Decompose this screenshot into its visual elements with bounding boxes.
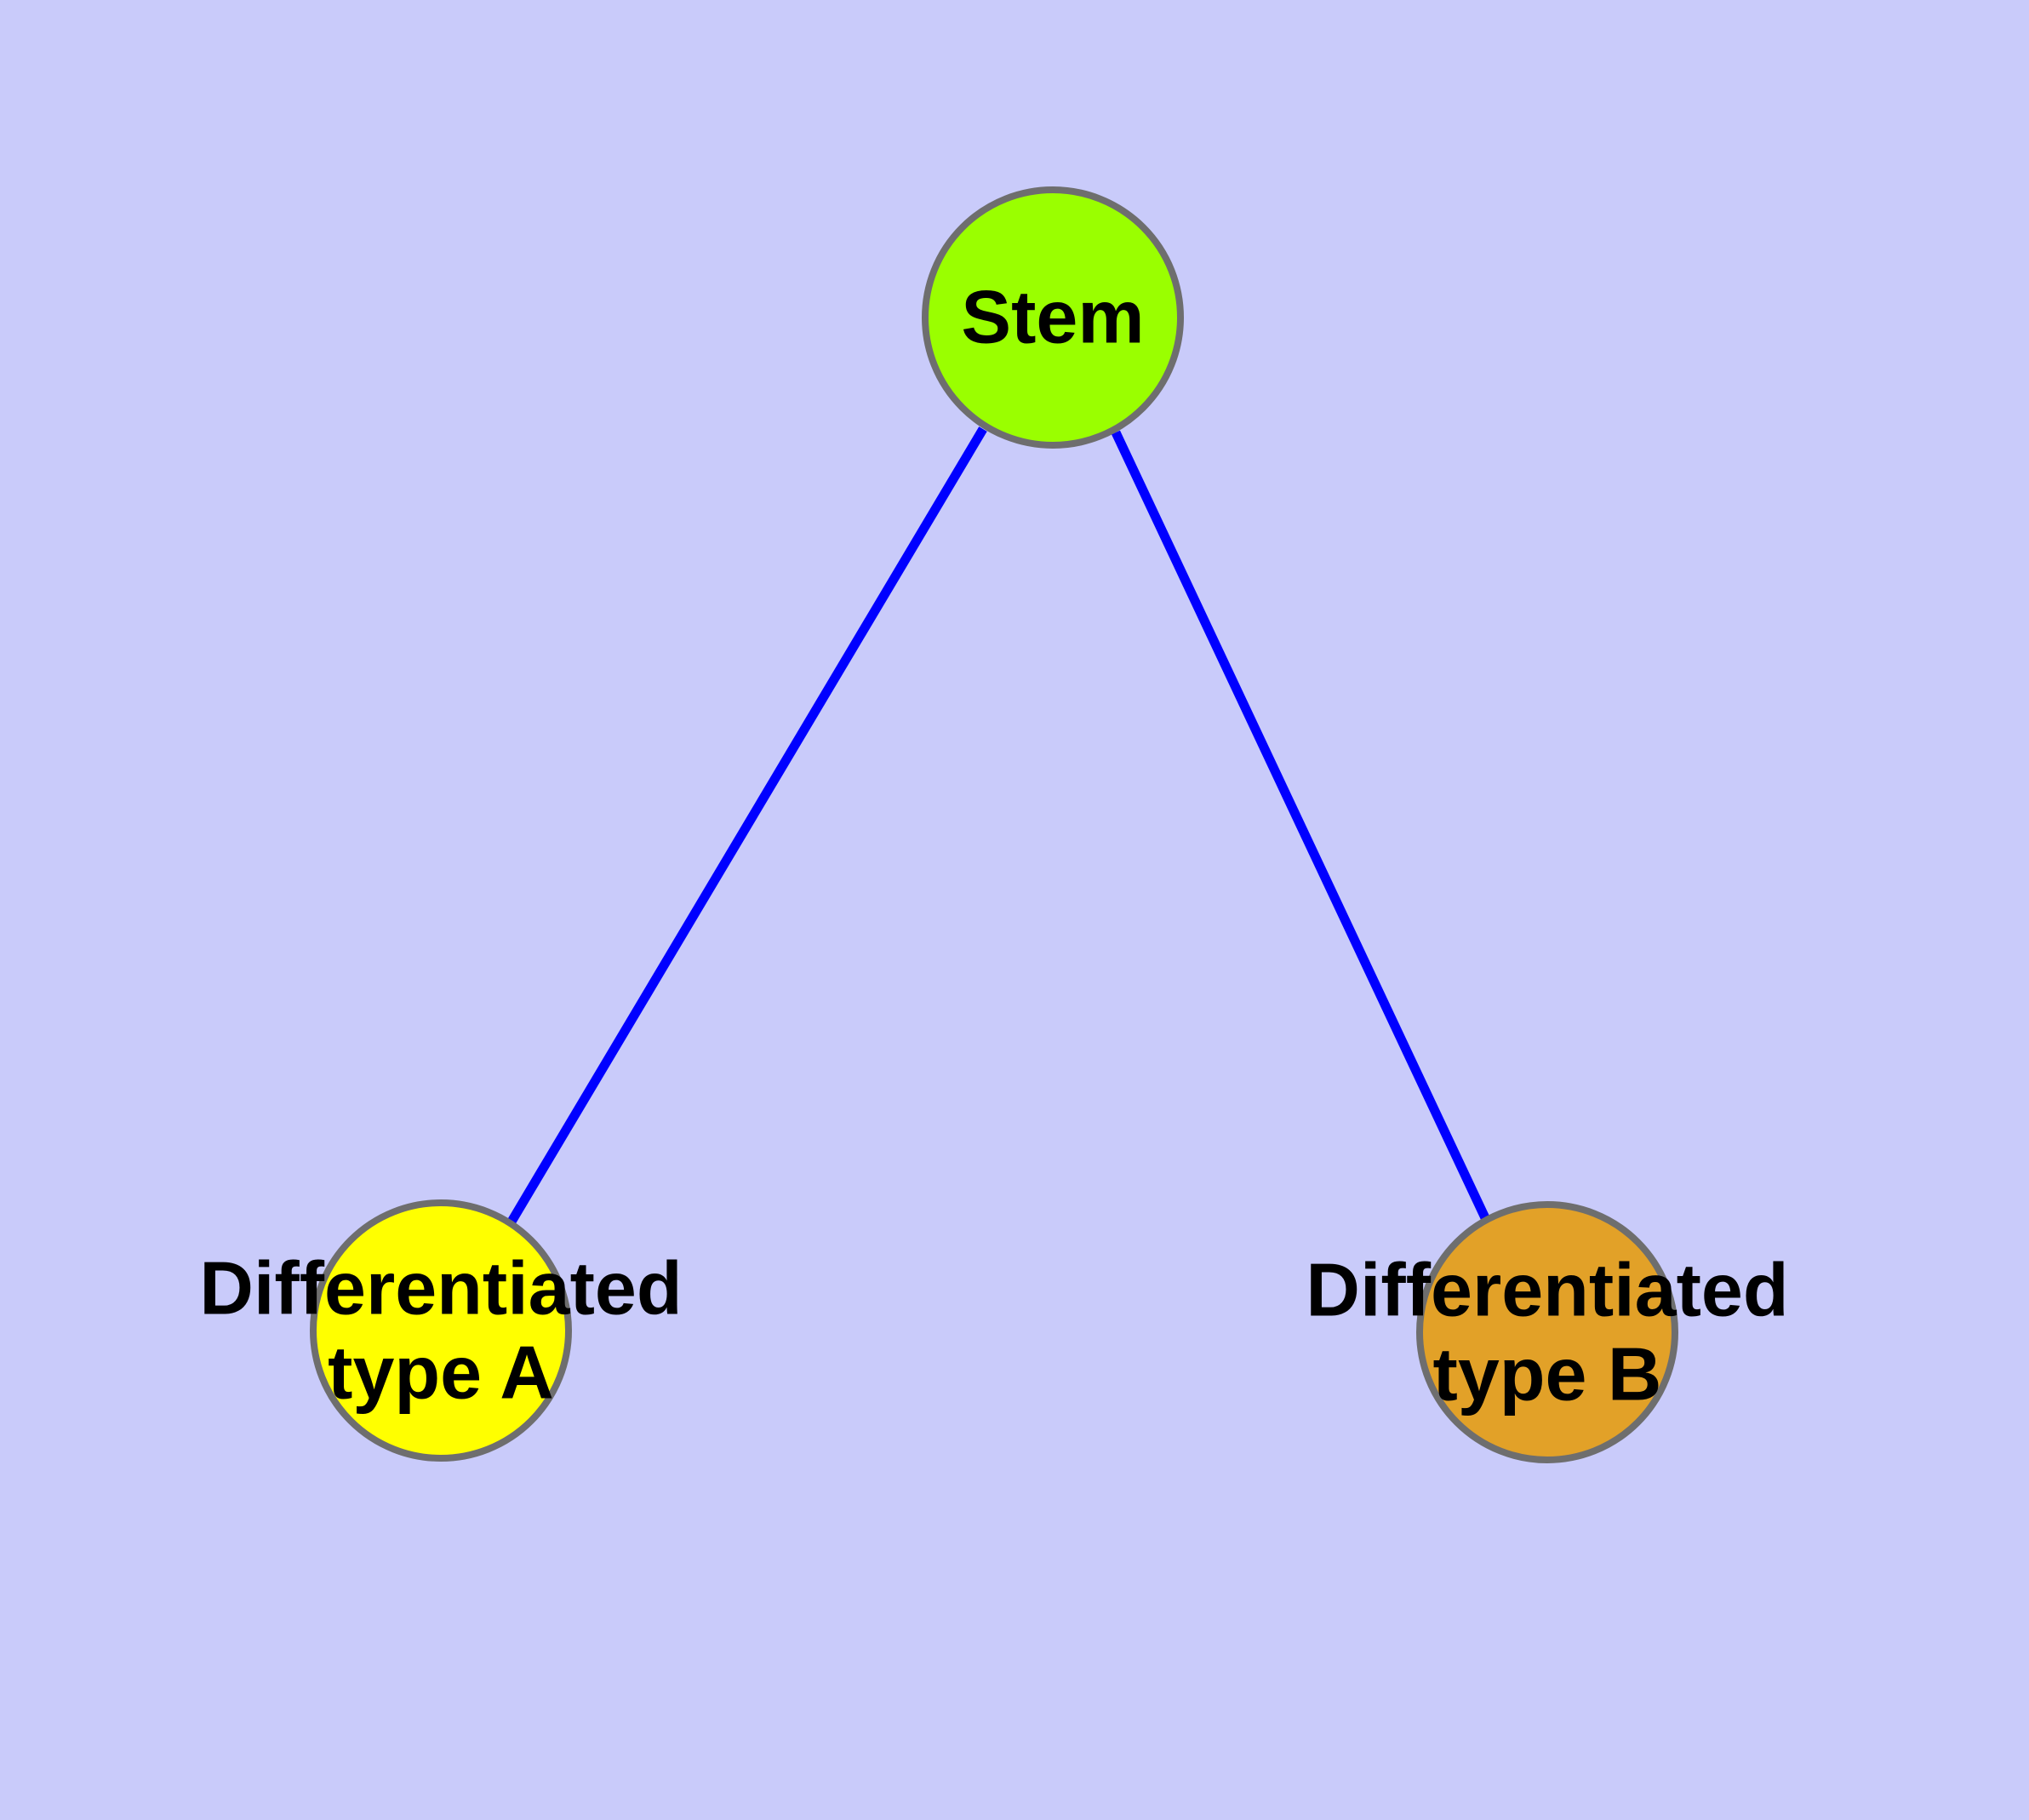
edge-stem-to-diff-a[interactable] <box>507 426 987 1224</box>
node-stem-circle[interactable] <box>922 186 1184 449</box>
node-diff-b-circle[interactable] <box>1416 1201 1678 1463</box>
node-diff-a-circle[interactable] <box>310 1199 572 1462</box>
edge-stem-to-diff-b[interactable] <box>1112 430 1492 1226</box>
